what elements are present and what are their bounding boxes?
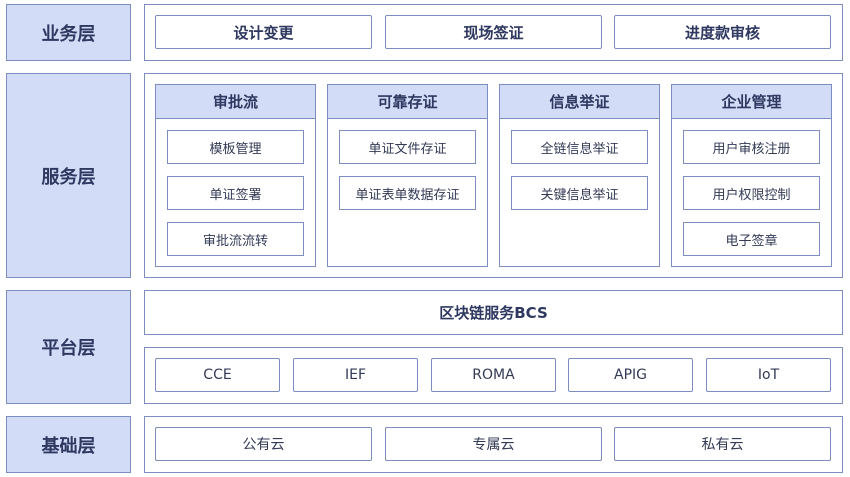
service-item: 电子签章 [683,222,820,256]
service-column-title: 信息举证 [500,85,659,119]
service-item: 单证表单数据存证 [339,176,476,210]
service-item: 审批流流转 [167,222,304,256]
service-column-approval: 审批流 模板管理 单证签署 审批流流转 [155,84,316,267]
platform-item-roma: ROMA [431,358,556,392]
layer-label-business: 业务层 [6,4,131,61]
infrastructure-item-dedicated-cloud: 专属云 [385,427,602,461]
service-column-enterprise: 企业管理 用户审核注册 用户权限控制 电子签章 [671,84,832,267]
service-item: 全链信息举证 [511,130,648,164]
service-column-title: 可靠存证 [328,85,487,119]
service-item: 用户审核注册 [683,130,820,164]
service-item: 单证文件存证 [339,130,476,164]
service-item: 单证签署 [167,176,304,210]
service-item: 用户权限控制 [683,176,820,210]
service-item: 关键信息举证 [511,176,648,210]
platform-bcs: 区块链服务BCS [144,290,843,335]
service-column-proof: 信息举证 全链信息举证 关键信息举证 [499,84,660,267]
layer-label-service: 服务层 [6,73,131,278]
infrastructure-item-public-cloud: 公有云 [155,427,372,461]
service-column-title: 企业管理 [672,85,831,119]
platform-item-cce: CCE [155,358,280,392]
business-item-design-change: 设计变更 [155,15,372,49]
infrastructure-item-private-cloud: 私有云 [614,427,831,461]
service-item: 模板管理 [167,130,304,164]
layer-label-platform: 平台层 [6,290,131,404]
layer-label-infrastructure: 基础层 [6,416,131,473]
platform-item-iot: IoT [706,358,831,392]
service-column-title: 审批流 [156,85,315,119]
business-item-progress-payment: 进度款审核 [614,15,831,49]
service-column-evidence: 可靠存证 单证文件存证 单证表单数据存证 [327,84,488,267]
platform-item-ief: IEF [293,358,418,392]
platform-item-apig: APIG [568,358,693,392]
business-item-site-visa: 现场签证 [385,15,602,49]
